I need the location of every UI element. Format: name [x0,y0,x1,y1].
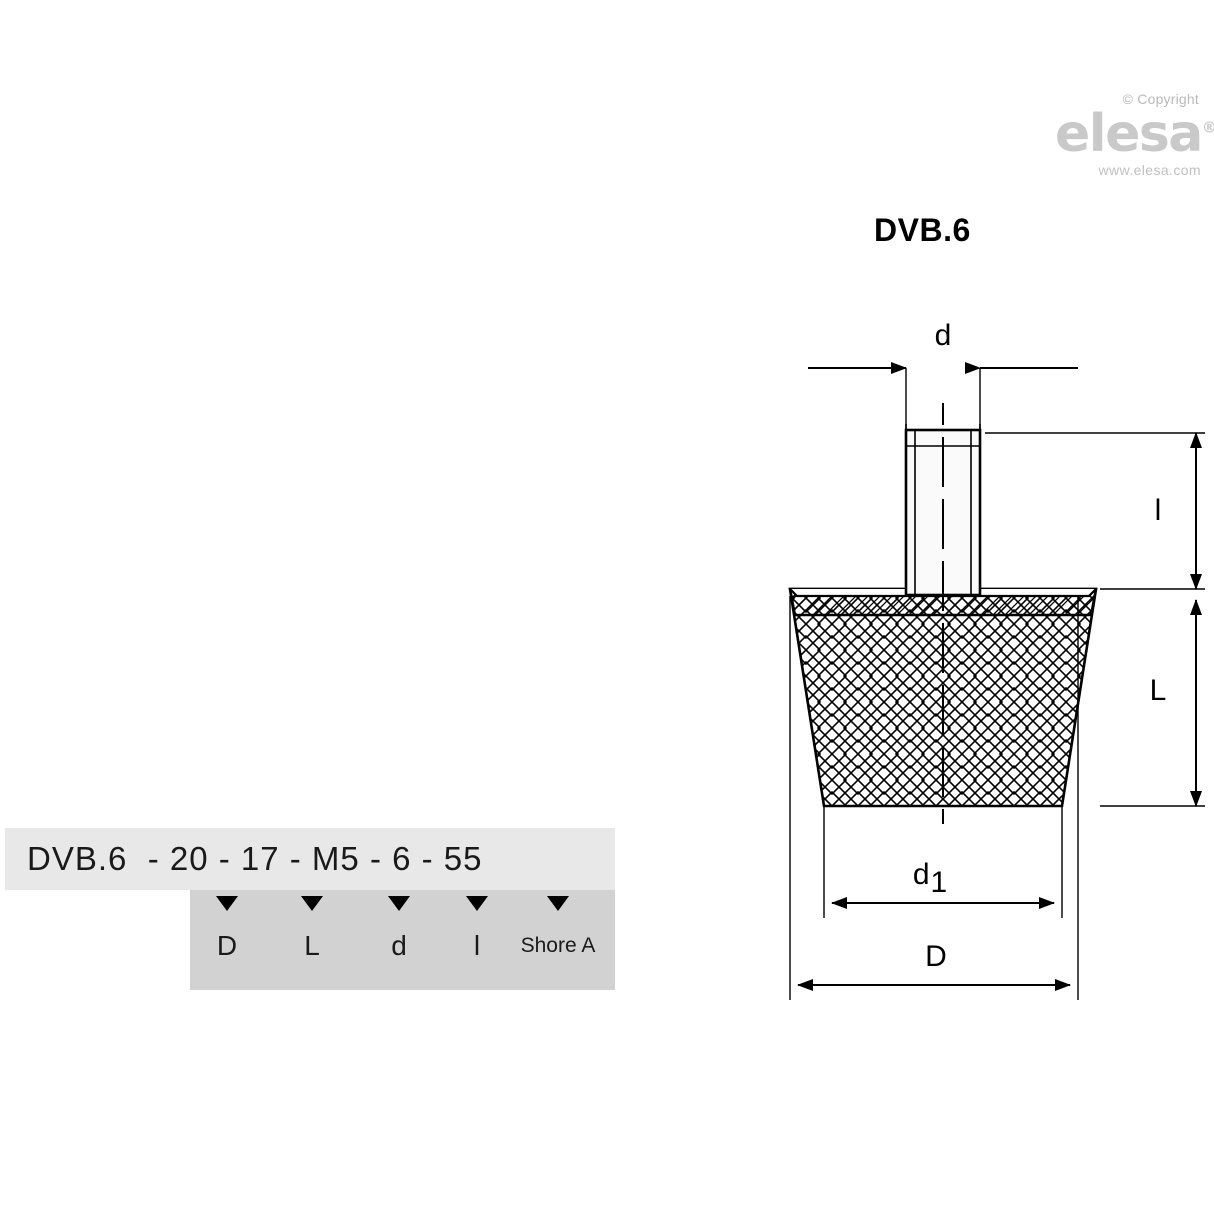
dimension-l [985,432,1205,590]
logo-wordmark: elesa® [1055,108,1214,160]
dimension-label-D: D [925,940,947,973]
brand-website: www.elesa.com [1098,162,1201,179]
dimension-label-l: l [1155,494,1162,527]
dimension-D [789,596,1079,1000]
order-code-text: DVB.6 - 20 - 17 - M5 - 6 - 55 [27,840,483,877]
order-code-bar: DVB.6 - 20 - 17 - M5 - 6 - 55 [5,828,615,890]
legend-label-L: L [304,930,320,961]
dimension-label-L: L [1150,674,1167,707]
copyright-notice: © Copyright [1122,91,1199,107]
part-cross-section: d l L d1 [788,319,1205,1000]
marker-shore [547,896,569,911]
legend-label-l: l [473,930,481,961]
dimension-label-d: d [935,319,952,352]
marker-l [466,896,488,911]
dimension-L [1100,599,1205,807]
legend-label-d: d [391,930,407,961]
dimension-d [808,362,1078,440]
logo-wordmark-text: elesa [1055,104,1203,164]
dimension-d1 [823,806,1063,918]
brand-logo: © Copyright elesa® www.elesa.com [1055,91,1214,179]
marker-L [301,896,323,911]
registered-trademark-icon: ® [1201,118,1214,137]
dimension-label-d1: d1 [913,858,947,899]
legend-label-shore-a: Shore A [520,934,596,957]
legend-label-D: D [216,930,238,961]
marker-d [388,896,410,911]
figure-title: DVB.6 [874,212,971,248]
marker-D [216,896,238,911]
